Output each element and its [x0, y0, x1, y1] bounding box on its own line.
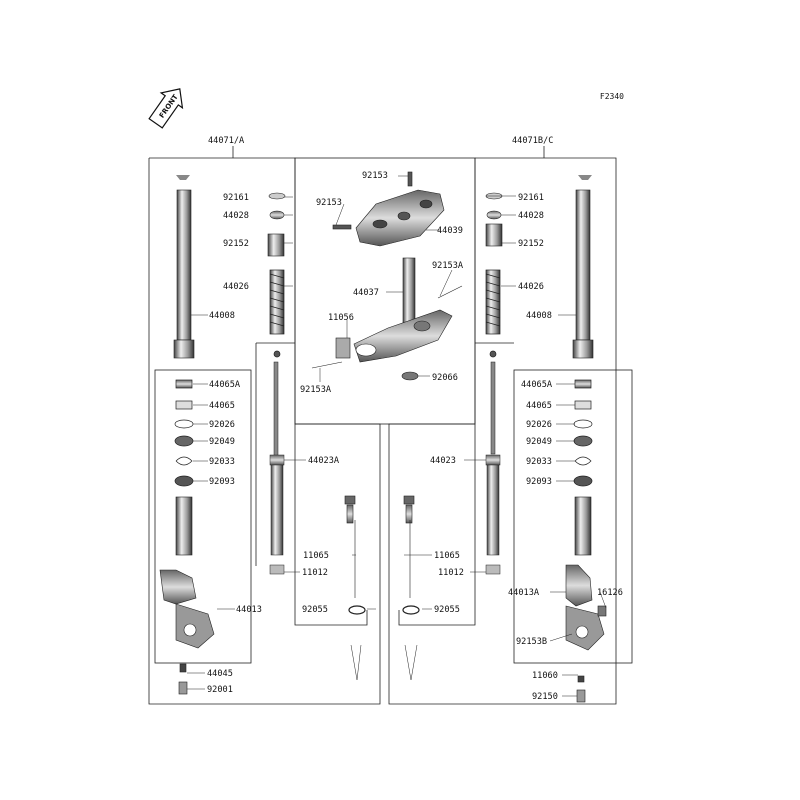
label-left-44065: 44065 [209, 401, 235, 411]
label-right-44028: 44028 [518, 211, 544, 221]
left-inner-tube [159, 496, 215, 695]
label-right-44065: 44065 [526, 401, 552, 411]
left-damper-rod [344, 495, 366, 681]
label-right-11065: 11065 [434, 551, 460, 561]
label-left-44013: 44013 [236, 605, 262, 615]
label-44039: 44039 [437, 226, 463, 236]
label-left-92033: 92033 [209, 457, 235, 467]
label-92153-left: 92153 [316, 198, 342, 208]
label-right-92153b: 92153B [516, 637, 547, 647]
label-left-44065a: 44065A [209, 380, 241, 390]
upper-bracket [332, 171, 445, 247]
label-right-92150: 92150 [532, 692, 558, 702]
front-arrow-icon: FRONT [148, 88, 184, 129]
label-right-92049: 92049 [526, 437, 552, 447]
right-cartridge [485, 361, 501, 575]
part-number-labels: 44071/A 44071B/C 92153 92153 44039 92153… [207, 136, 623, 702]
right-seals [573, 379, 593, 487]
right-fork-spring [485, 269, 501, 358]
label-44037: 44037 [353, 288, 379, 298]
right-inner-tube [565, 496, 607, 703]
label-92153a-1: 92153A [432, 261, 464, 271]
label-left-92026: 92026 [209, 420, 235, 430]
label-right-44065a: 44065A [521, 380, 553, 390]
label-right-92055: 92055 [434, 605, 460, 615]
label-right-92033: 92033 [526, 457, 552, 467]
label-left-11065: 11065 [303, 551, 329, 561]
label-right-44023: 44023 [430, 456, 456, 466]
leader-lines [187, 175, 607, 697]
label-left-92093: 92093 [209, 477, 235, 487]
label-left-44028: 44028 [223, 211, 249, 221]
label-right-44026: 44026 [518, 282, 544, 292]
right-outer-tube [572, 175, 594, 359]
label-left-92049: 92049 [209, 437, 235, 447]
label-44071-a: 44071/A [208, 136, 245, 146]
label-44071b-c: 44071B/C [512, 136, 553, 146]
label-left-11012: 11012 [302, 568, 328, 578]
label-left-44045: 44045 [207, 669, 233, 679]
label-right-44013a: 44013A [508, 588, 540, 598]
label-left-92001: 92001 [207, 685, 233, 695]
label-left-92152: 92152 [223, 239, 249, 249]
label-92153-top: 92153 [362, 171, 388, 181]
label-left-92055: 92055 [302, 605, 328, 615]
label-92153a-2: 92153A [300, 385, 332, 395]
label-right-16126: 16126 [597, 588, 623, 598]
right-cap-bolt [485, 192, 503, 247]
label-left-44026: 44026 [223, 282, 249, 292]
left-seals [174, 379, 194, 487]
label-right-11060: 11060 [532, 671, 558, 681]
left-outer-tube [173, 175, 195, 359]
left-fork-spring [269, 269, 285, 358]
label-left-92161: 92161 [223, 193, 249, 203]
label-92066: 92066 [432, 373, 458, 383]
steering-outline [294, 157, 476, 425]
label-right-92093: 92093 [526, 477, 552, 487]
label-left-44023a: 44023A [308, 456, 340, 466]
label-right-44008: 44008 [526, 311, 552, 321]
label-left-44008: 44008 [209, 311, 235, 321]
label-right-92152: 92152 [518, 239, 544, 249]
left-cap-bolt [267, 192, 286, 257]
steering-stem [311, 257, 463, 381]
label-right-92161: 92161 [518, 193, 544, 203]
left-cartridge [269, 361, 285, 575]
right-damper-rod [402, 495, 420, 681]
diagram-code: F2340 [599, 92, 624, 101]
label-right-11012: 11012 [438, 568, 464, 578]
label-11056: 11056 [328, 313, 354, 323]
label-right-92026: 92026 [526, 420, 552, 430]
